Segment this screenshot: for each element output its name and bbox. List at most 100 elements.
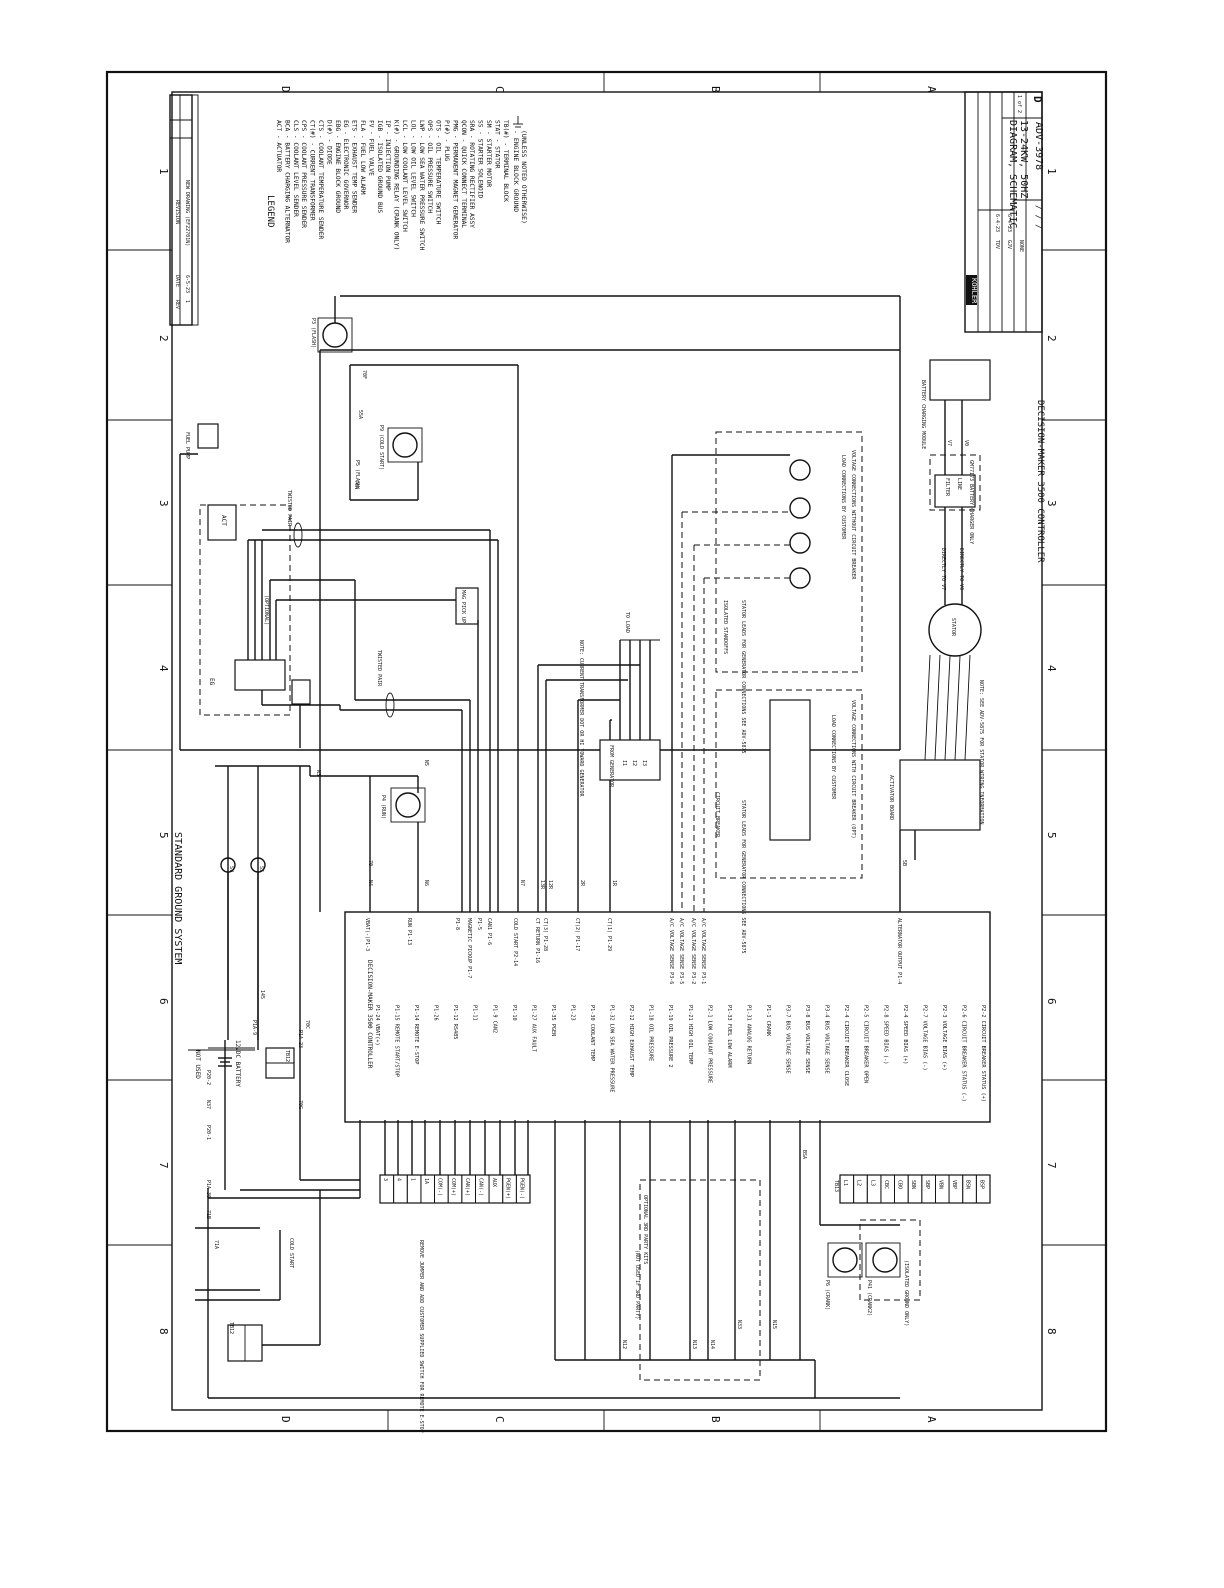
wire-tag: 12R [547,880,553,890]
zone-left-3: 3 [157,500,170,507]
drawn-by: TDV [994,240,1000,249]
wire-tag: N7 [519,880,525,886]
zone-right-7: 7 [1045,1162,1058,1169]
legend-item: CTS - COOLANT TEMPERATURE SENDER [317,120,324,239]
controller-pin-label: P2-2 CIRCUIT BREAKER STATUS (+) [980,1005,986,1102]
rs485-terminal-label: CAN(+) [464,1178,470,1196]
zone-left-2: 2 [157,335,170,342]
wire-tag: 55A [357,410,363,419]
legend-item: CPS - COOLANT PRESSURE SENDER [300,120,307,228]
fuel-pump-box [197,423,219,449]
controller-pin-label: P1-32 LOW SEA WATER PRESSURE [609,1005,615,1092]
wire-tag: N33 [736,1320,742,1329]
legend-item: PMG - PERMANENT MAGNET GENERATOR [451,120,458,239]
wire-tag: 70 [367,860,373,866]
wire-tag: N15 [771,1320,777,1329]
wire-tag: 70A [353,480,359,489]
stator-leads-label-2: STATOR LEADS FOR GENERATOR CONNECTIONS S… [740,800,746,954]
not-used-label: NOT USED [194,1050,201,1079]
title-line-1: DIAGRAM, SCHEMATIC [1007,120,1018,228]
mag-pick-label: MAG PICK UP [460,590,466,623]
rs485-terminal-label: 3 [382,1178,388,1181]
standard-ground-label: STANDARD GROUND SYSTEM [172,832,183,964]
load-conn-label-1: LOAD CONNECTIONS BY CUSTOMER [840,455,846,540]
controller-pin-label: P1-33 FUEL LOW ALARM [726,1005,732,1067]
rs485-terminal-label: 1 [409,1178,415,1181]
wire-tag: 5B [901,860,907,866]
legend-item: CLS - COOLANT LEVEL SENDER [292,120,299,217]
controller-box-label: DECISION-MAKER 3500 CONTROLLER [366,960,373,1069]
wire-tag: 70G [297,1100,303,1109]
p9-cold-start-diode-icon [392,432,418,458]
controller-pin-label: P1-1 CRANK [765,1005,771,1037]
zone-right-8: 8 [1045,1328,1058,1335]
controller-pin-label: P1-12 RS485 [452,1005,458,1039]
zone-bottom-d: D [279,1416,292,1423]
remove-jumper-label: REMOVE JUMPER AND ADD CUSTOMER SUPPLIED … [418,1240,424,1433]
legend-item: TB(#) - TERMINAL BLOCK [502,120,509,202]
filter-label: FILTER [944,478,950,497]
rs485-terminal-label: CAN(-) [477,1178,483,1196]
rs485-terminal-label: AUX [491,1178,497,1187]
controller-pin-label: P2-3 VOLTAGE BIAS (+) [941,1005,947,1071]
controller-pin-label: P2-4 SPEED BIAS (+) [902,1005,908,1064]
legend-item: LWP - LOW SEA WATER PRESSURE SWITCH [418,120,425,251]
rs485-terminal-label: COM(-) [437,1178,443,1196]
controller-top-pin-label: CT RETURN P1-16 [534,918,540,963]
legend-item: EBG - ENGINE BLOCK GROUND [334,120,341,213]
zone-top-c: C [493,86,506,93]
ss-label: SS [258,866,264,872]
controller-title-footer: DECISION-MAKER 3500 CONTROLLER [1035,400,1045,563]
legend-item: BCA - BATTERY CHARGING ALTERNATOR [283,120,290,243]
wire-tag: V0 [963,440,969,446]
controller-top-pin-label: A/C VOLTAGE SENSE P3-1 [700,918,706,984]
legend-item: ACT - ACTUATOR [275,120,282,172]
drawing-size: D [1031,96,1044,103]
wire-tag: N13 [691,1340,697,1349]
company-name: KOHLER [970,278,978,304]
zone-left-8: 8 [157,1328,170,1335]
drawing-number: ADV-3978 [1033,122,1044,170]
legend-item: CT(#) - CURRENT TRANSFORMER [309,120,316,221]
voltage-sense-lines: LOAD CONNECTIONS BY CUSTOMER VOLTAGE CON… [671,431,863,954]
battery-label: 12VDC BATTERY [234,1040,241,1087]
zone-bottom-c: C [493,1416,506,1423]
legend-item: FV - FUEL VALVE [367,120,374,176]
optional-label: (OPTIONAL) [263,595,269,625]
controller-pin-label: P1-11 [472,1005,478,1021]
controller-top-pin-label: MAGNETIC PICKUP P1-7 [466,918,472,978]
load-terminal-l0-icon [789,459,811,481]
legend-item: FLA - FUEL LOW ALARM [359,120,366,195]
controller-pin-label: P2-5 CIRCUIT BREAKER OPEN [863,1005,869,1083]
filter-optional-box [929,454,981,511]
p6-crank-diode-icon [832,1247,858,1273]
p41-crank2-diode-icon [872,1247,898,1273]
zone-bottom-a: A [925,1416,938,1423]
tb13-terminal-label: SBP [924,1180,930,1189]
controller-pin-label: P2-1 LOW COOLANT PRESSURE [706,1005,712,1083]
wire-tag: P1A-23 [297,1030,303,1048]
p5-flash-label: P5 (FLASH) [354,460,360,490]
zone-left-1: 1 [157,168,170,175]
circuit-breaker-label: CIRCUIT BREAKER [714,792,720,838]
kohler-logo [966,275,977,305]
legend-item: OTS - OIL TEMPERATURE SWITCH [435,120,442,225]
activator-label: ACTIVATOR BOARD [888,775,894,820]
load-terminal-c-icon [789,497,811,519]
wire-tag: I3 [641,760,647,766]
controller-pin-label: P1-24 VBAT(+) [374,1005,380,1046]
sheet-number: 1 of 2 [1016,95,1022,113]
controller-top-pin-label: CAN1 P1-6 [486,918,492,945]
legend-ground-note-2: (UNLESS NOTED OTHERWISE) [520,130,528,224]
sv-label: SV [228,866,234,872]
p9-cold-label: P9 (COLD START) [378,425,384,470]
tb13-terminal-label: BSP [978,1180,984,1189]
zone-left-5: 5 [157,832,170,839]
tb13-terminal-label: VBN [937,1180,943,1189]
stator-label: STATOR [950,618,956,637]
p41-crank2-label: P41 (CRANK2) [866,1280,872,1316]
battery-circuit: SV SS 12VDC BATTERY NOT USED TB12 TB12 C… [188,765,900,1399]
